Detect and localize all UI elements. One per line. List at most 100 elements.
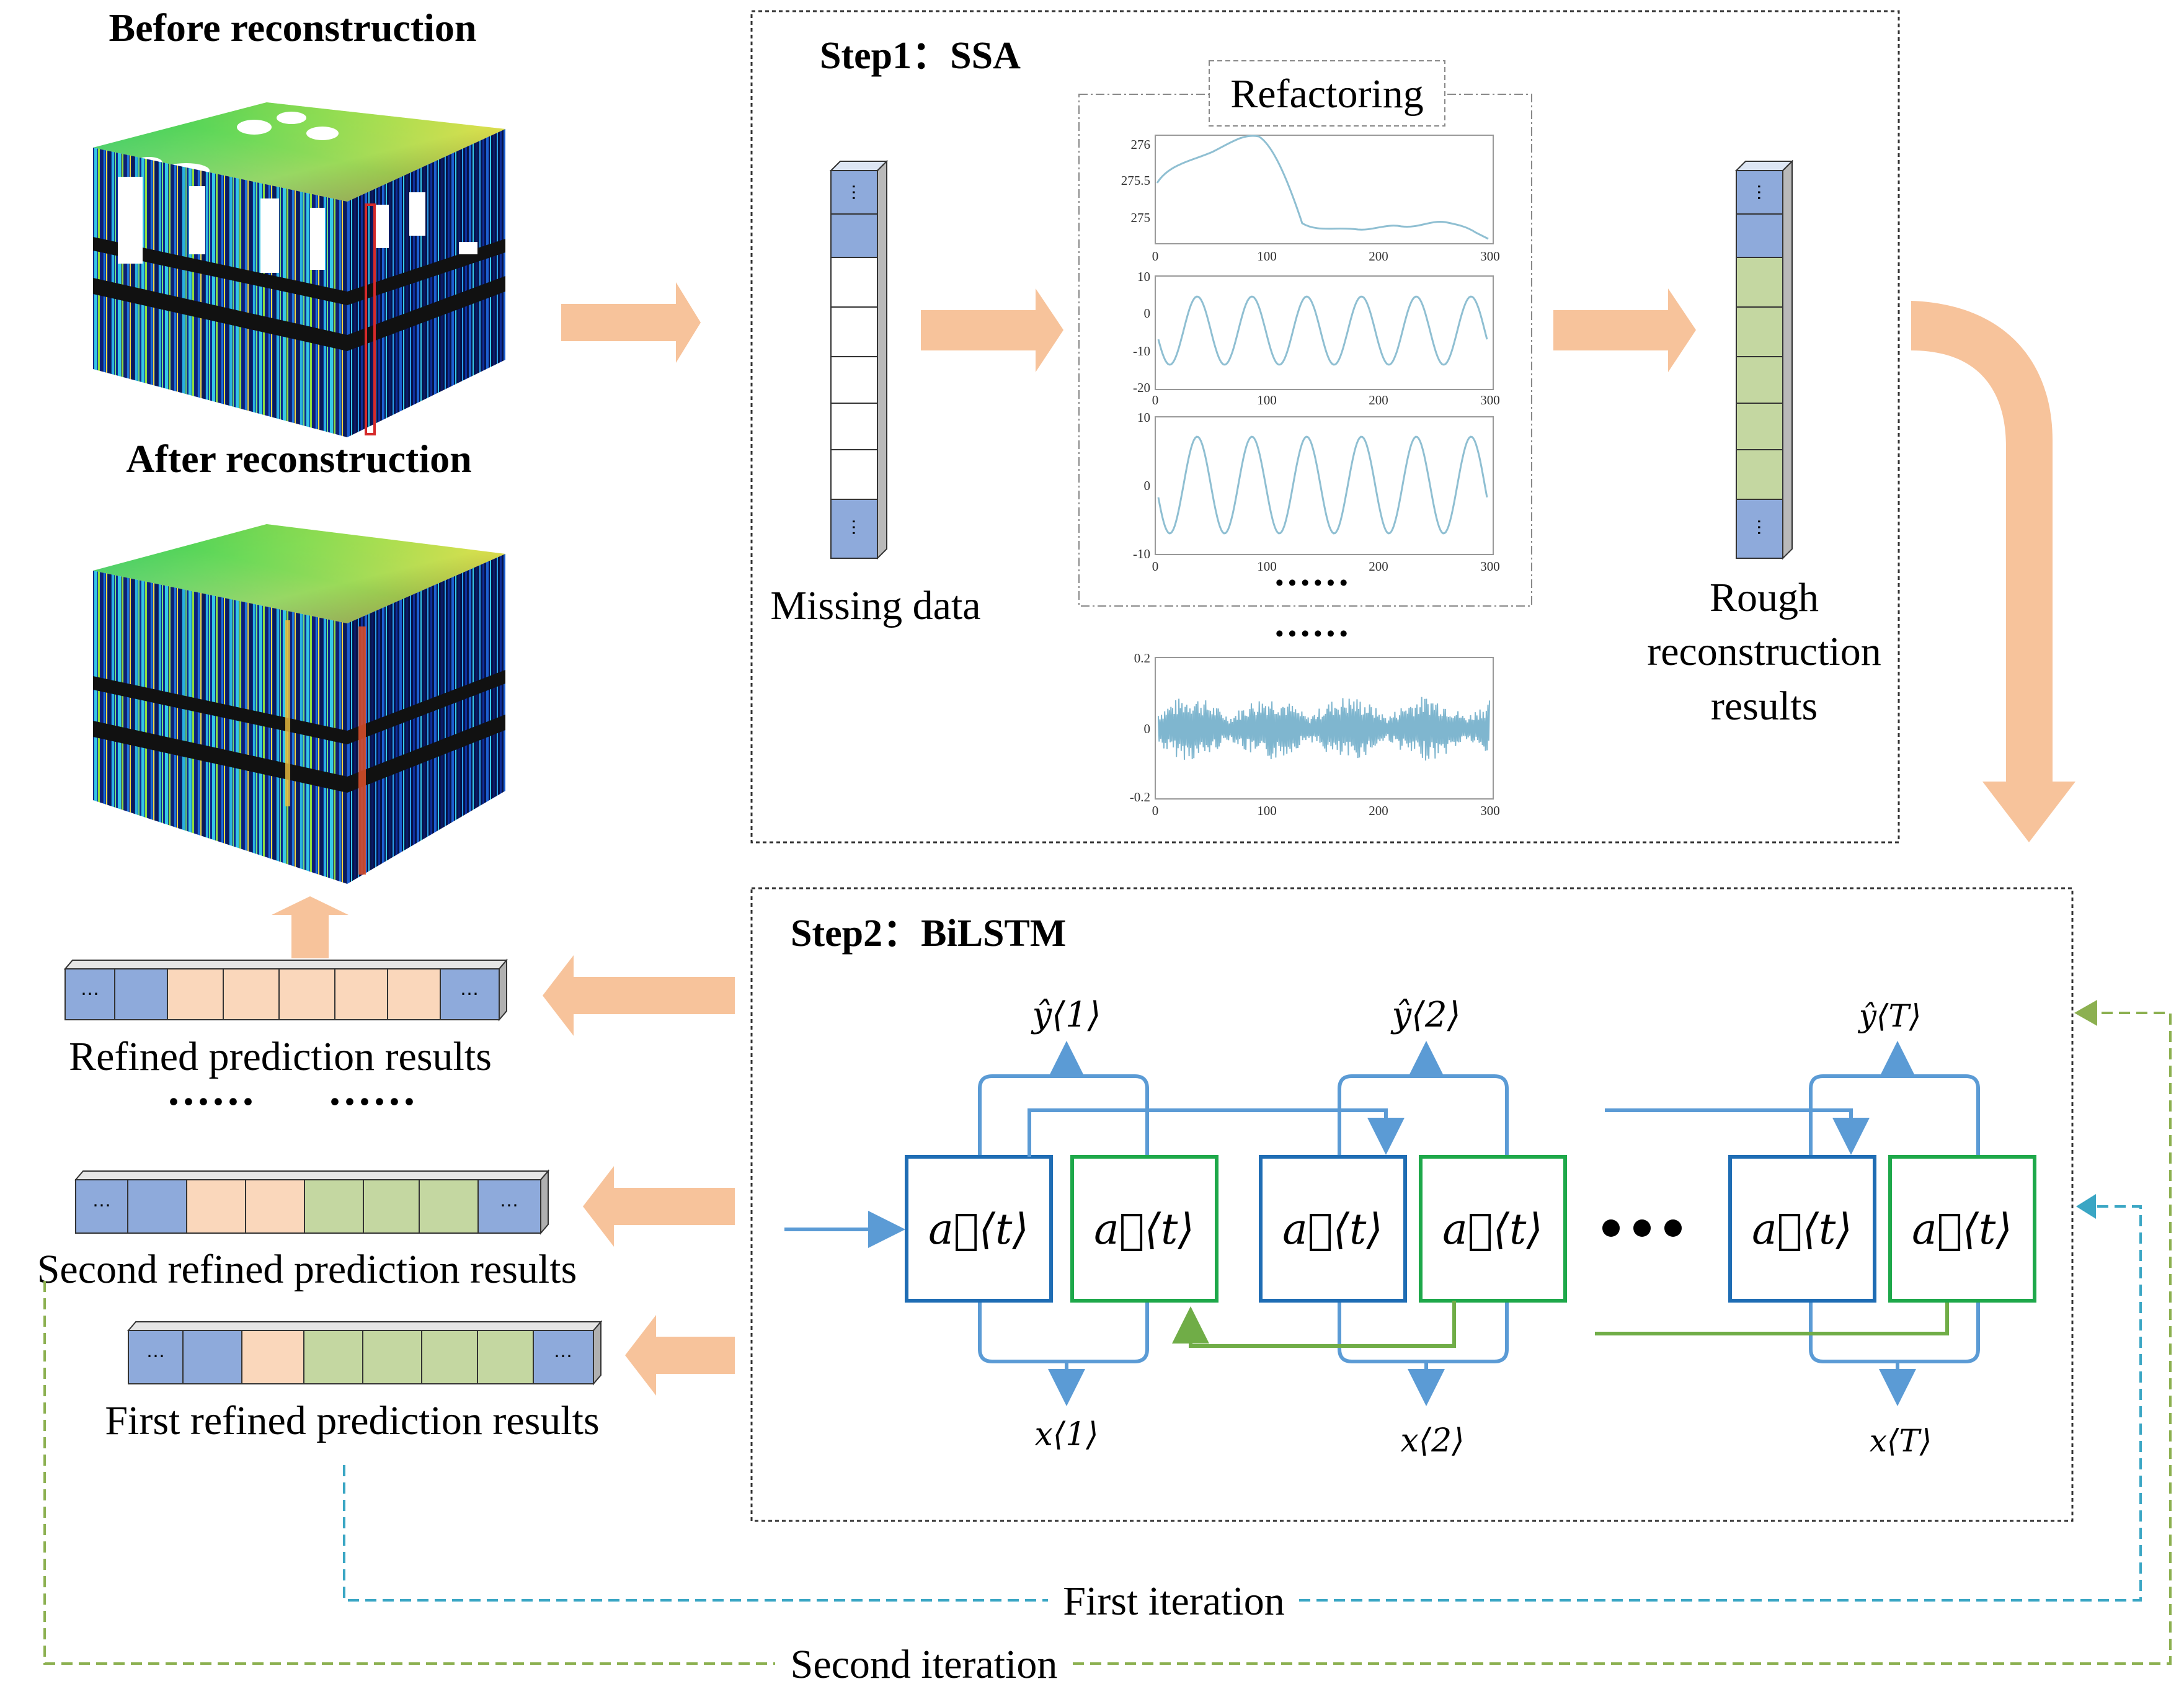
lstm-group-1 <box>784 1041 1219 1406</box>
plot-1-trend-line <box>1156 135 1489 240</box>
a-fwd-2: a⃗⟨t⟩ <box>1282 1205 1383 1254</box>
p1-ytick-1: 275.5 <box>1121 173 1150 188</box>
y-hat-1: ŷ⟨1⟩ <box>1031 995 1101 1035</box>
p4-ytick-1: 0 <box>1144 721 1151 736</box>
p3-xtick-1: 100 <box>1257 559 1277 574</box>
p1-xtick-1: 100 <box>1257 249 1277 264</box>
rough-label-line2: reconstruction <box>1647 629 1881 674</box>
second-refined-array <box>74 1169 550 1235</box>
first-cell-ellipsis-left: ⋯ <box>146 1346 165 1366</box>
p2-ytick-0: 10 <box>1137 269 1150 284</box>
refactoring-label: Refactoring <box>1230 71 1424 117</box>
a-bwd-T: a⃖⟨t⟩ <box>1912 1205 2012 1254</box>
p4-xtick-0: 0 <box>1152 803 1159 818</box>
p3-xtick-2: 200 <box>1369 559 1388 574</box>
x-2: x⟨2⟩ <box>1401 1422 1465 1459</box>
missing-data-label: Missing data <box>770 583 980 628</box>
p4-ytick-0: 0.2 <box>1134 651 1150 666</box>
a-bwd-1: a⃖⟨t⟩ <box>1094 1205 1194 1254</box>
lstm-bwd-cell-2 <box>1419 1155 1567 1303</box>
p1-xtick-0: 0 <box>1152 249 1159 264</box>
p3-ytick-0: 10 <box>1137 410 1150 425</box>
arrow-to-refined <box>543 955 735 1036</box>
cube-after <box>93 524 505 884</box>
rough-top-ellipsis: ⋯ <box>1749 184 1769 201</box>
plot-4: 0.2 0 -0.2 0 100 200 300 <box>1130 651 1500 818</box>
arrow-missing-to-refactoring <box>921 288 1063 372</box>
rough-results-column <box>1734 159 1794 560</box>
p2-ytick-3: -20 <box>1133 380 1150 395</box>
refactoring-dots-1: ······ <box>1273 562 1350 604</box>
first-iteration-arrowhead <box>2076 1194 2096 1219</box>
p4-xtick-1: 100 <box>1257 803 1277 818</box>
arrow-cube-to-ssa <box>561 282 701 363</box>
backward-link-2-1 <box>1172 1301 1456 1348</box>
arrow-up-to-cube <box>272 896 348 958</box>
p2-xtick-0: 0 <box>1152 393 1159 408</box>
refined-cell-ellipsis-left: ⋯ <box>81 984 99 1004</box>
second-iteration-loop <box>43 1012 2172 1665</box>
cube-before <box>93 102 505 437</box>
first-iteration-loop <box>343 1205 2142 1602</box>
dots-right: ······ <box>327 1077 417 1126</box>
refined-results-array <box>63 958 508 1022</box>
first-cell-ellipsis-right: ⋯ <box>554 1346 572 1366</box>
p3-ytick-2: -10 <box>1133 546 1150 561</box>
arrow-refactoring-to-rough <box>1553 288 1696 372</box>
x-T: x⟨T⟩ <box>1870 1423 1932 1459</box>
refactoring-dots-2: ······ <box>1273 613 1350 655</box>
missing-bottom-ellipsis: ⋯ <box>844 519 863 536</box>
p4-xtick-2: 200 <box>1369 803 1388 818</box>
missing-top-ellipsis: ⋯ <box>844 184 863 201</box>
first-refined-label: First refined prediction results <box>105 1398 599 1443</box>
missing-data-column <box>829 159 889 560</box>
p1-xtick-2: 200 <box>1369 249 1388 264</box>
plot-4-noise-line <box>1158 697 1490 761</box>
plot-1: 276 275.5 275 0 100 200 300 <box>1121 135 1500 264</box>
a-fwd-T: a⃗⟨t⟩ <box>1752 1205 1852 1254</box>
x-1: x⟨1⟩ <box>1035 1416 1099 1453</box>
rough-label-line1: Rough <box>1710 575 1819 620</box>
plot-2: 10 0 -10 -20 0 100 200 300 <box>1133 269 1500 408</box>
arrow-to-first <box>625 1315 735 1396</box>
plot-3-oscillation-line <box>1157 435 1488 535</box>
p4-ytick-2: -0.2 <box>1130 790 1150 804</box>
step1-box <box>750 10 1900 844</box>
second-iteration-label: Second iteration <box>791 1642 1058 1687</box>
a-bwd-2: a⃖⟨t⟩ <box>1442 1205 1543 1254</box>
y-hat-2: ŷ⟨2⟩ <box>1390 995 1461 1035</box>
refined-cell-ellipsis-right: ⋯ <box>460 984 479 1004</box>
a-fwd-1: a⃗⟨t⟩ <box>928 1205 1029 1254</box>
second-cell-ellipsis-left: ⋯ <box>92 1195 111 1216</box>
lstm-bwd-cell-1 <box>1070 1155 1219 1303</box>
lstm-fwd-cell-T <box>1728 1155 1876 1303</box>
p2-xtick-2: 200 <box>1369 393 1388 408</box>
step1-title: Step1：SSA <box>820 35 1021 77</box>
p3-xtick-3: 300 <box>1480 559 1500 574</box>
lstm-group-T <box>1595 1041 2036 1406</box>
y-hat-T: ŷ⟨T⟩ <box>1858 998 1922 1034</box>
p3-ytick-1: 0 <box>1144 478 1151 493</box>
rough-bottom-ellipsis: ⋯ <box>1749 519 1769 536</box>
p1-ytick-2: 275 <box>1131 210 1151 225</box>
p1-ytick-0: 276 <box>1131 137 1151 152</box>
p1-xtick-3: 300 <box>1480 249 1500 264</box>
step2-title: Step2：BiLSTM <box>791 912 1066 955</box>
second-iteration-arrowhead <box>2074 1000 2097 1026</box>
plot-2-oscillation-line <box>1157 295 1488 366</box>
p4-xtick-3: 300 <box>1480 803 1500 818</box>
refined-results-label: Refined prediction results <box>69 1034 492 1079</box>
p2-xtick-3: 300 <box>1480 393 1500 408</box>
sequence-dots <box>1602 1219 1682 1237</box>
lstm-fwd-cell-2 <box>1259 1155 1407 1303</box>
plot-3: 10 0 -10 0 100 200 300 <box>1133 410 1500 574</box>
before-title: Before reconstruction <box>109 6 476 50</box>
step2-box <box>750 887 2074 1522</box>
first-iteration-label: First iteration <box>1063 1579 1284 1624</box>
first-refined-array <box>127 1320 603 1386</box>
p2-xtick-1: 100 <box>1257 393 1277 408</box>
rough-label-line3: results <box>1711 684 1818 729</box>
forward-link-1-2 <box>1028 1108 1405 1157</box>
